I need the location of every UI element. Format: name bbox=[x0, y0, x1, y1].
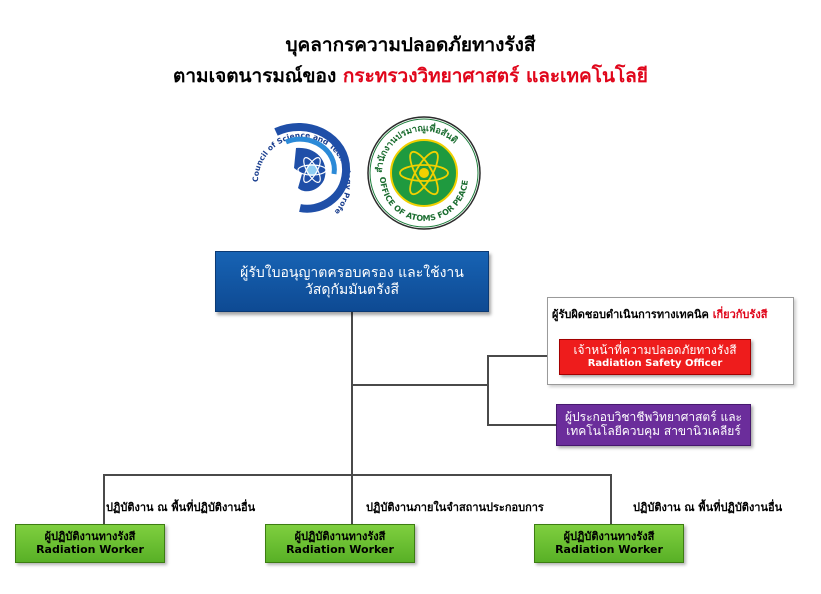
worker-center-connector bbox=[351, 474, 353, 524]
radiation-worker-box-right: ผู้ปฏิบัติงานทางรังสี Radiation Worker bbox=[534, 524, 684, 563]
office-of-atoms-for-peace-logo: สำนักงานปรมาณูเพื่อสันติ OFFICE OF ATOMS… bbox=[366, 115, 483, 232]
worker-english-label: Radiation Worker bbox=[36, 542, 144, 556]
radiation-safety-officer-box: เจ้าหน้าที่ความปลอดภัยทางรังสี Radiation… bbox=[559, 339, 751, 375]
atom-seal-icon: สำนักงานปรมาณูเพื่อสันติ OFFICE OF ATOMS… bbox=[367, 116, 481, 230]
workers-horizontal-connector bbox=[103, 474, 612, 476]
licensee-box: ผู้รับใบอนุญาตครอบครอง และใช้งาน วัสดุกั… bbox=[215, 251, 489, 312]
worker-english-label: Radiation Worker bbox=[555, 542, 663, 556]
worker-caption-center: ปฏิบัติงานภายในจำสถานประกอบการ bbox=[366, 501, 544, 514]
page-subtitle: ตามเจตนารมณ์ของ กระทรวงวิทยาศาสตร์ และเท… bbox=[0, 61, 821, 91]
trunk-connector bbox=[351, 312, 353, 475]
worker-caption-right: ปฏิบัติงาน ณ พื้นที่ปฏิบัติงานอื่น bbox=[633, 501, 783, 514]
radiation-worker-box-left: ผู้ปฏิบัติงานทางรังสี Radiation Worker bbox=[15, 524, 165, 563]
licensee-line2: วัสดุกัมมันตรังสี bbox=[305, 281, 399, 298]
technical-group-title: ผู้รับผิดชอบดำเนินการทางเทคนิค เกี่ยวกับ… bbox=[552, 305, 767, 323]
rso-connector bbox=[487, 355, 559, 357]
professional-line2: เทคโนโลยีควบคุม สาขานิวเคลียร์ bbox=[566, 424, 741, 438]
worker-thai-label: ผู้ปฏิบัติงานทางรังสี bbox=[294, 529, 386, 543]
technical-group-title-highlight: เกี่ยวกับรังสี bbox=[712, 308, 768, 321]
worker-right-connector bbox=[610, 474, 612, 524]
cstp-logo-icon: Council of Science and Technology Profes… bbox=[238, 112, 353, 216]
radiation-worker-box-center: ผู้ปฏิบัติงานทางรังสี Radiation Worker bbox=[265, 524, 415, 563]
licensee-line1: ผู้รับใบอนุญาตครอบครอง และใช้งาน bbox=[240, 265, 464, 282]
worker-thai-label: ผู้ปฏิบัติงานทางรังสี bbox=[563, 529, 655, 543]
page-title: บุคลากรความปลอดภัยทางรังสี bbox=[285, 34, 536, 56]
worker-english-label: Radiation Worker bbox=[286, 542, 394, 556]
branch-connector bbox=[351, 384, 488, 386]
worker-caption-left: ปฏิบัติงาน ณ พื้นที่ปฏิบัติงานอื่น bbox=[106, 501, 256, 514]
branch-vertical-connector bbox=[487, 355, 489, 426]
professional-connector bbox=[487, 424, 556, 426]
worker-left-connector bbox=[103, 474, 105, 524]
rso-thai-label: เจ้าหน้าที่ความปลอดภัยทางรังสี bbox=[573, 343, 737, 358]
rso-english-label: Radiation Safety Officer bbox=[587, 358, 723, 370]
nuclear-professional-box: ผู้ประกอบวิชาชีพวิทยาศาสตร์ และ เทคโนโลย… bbox=[556, 404, 751, 446]
worker-thai-label: ผู้ปฏิบัติงานทางรังสี bbox=[44, 529, 136, 543]
subtitle-prefix: ตามเจตนารมณ์ของ bbox=[173, 65, 337, 87]
professional-line1: ผู้ประกอบวิชาชีพวิทยาศาสตร์ และ bbox=[565, 410, 742, 425]
council-of-science-and-technology-professionals-logo: Council of Science and Technology Profes… bbox=[238, 112, 363, 234]
technical-group-title-prefix: ผู้รับผิดชอบดำเนินการทางเทคนิค bbox=[552, 308, 709, 321]
subtitle-highlight: กระทรวงวิทยาศาสตร์ และเทคโนโลยี bbox=[342, 65, 648, 87]
